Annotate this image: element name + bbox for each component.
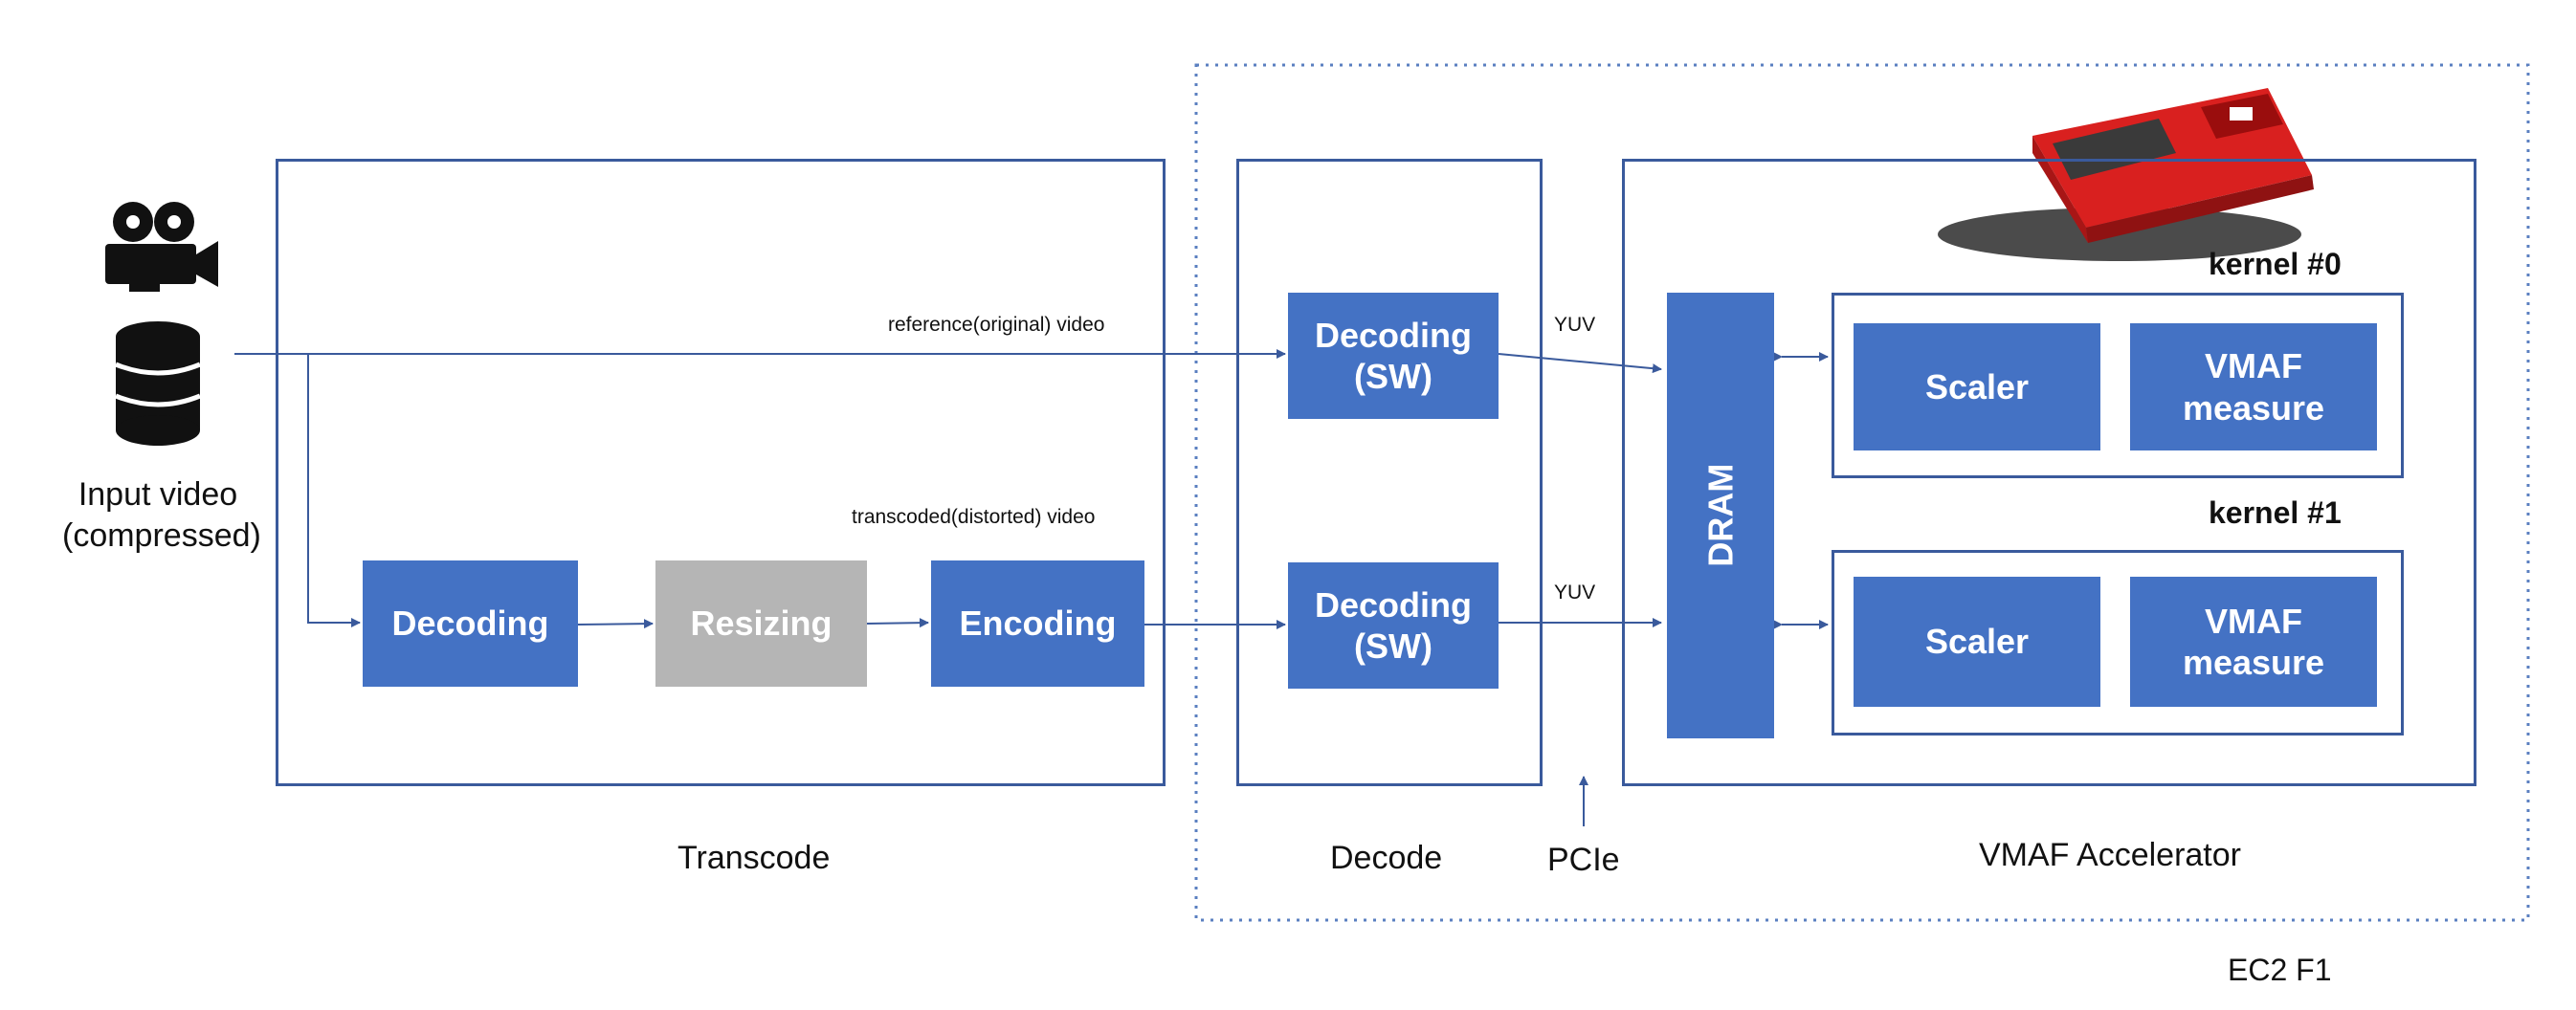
kernel-1-label: kernel #1: [2209, 495, 2342, 530]
kernel-0-vmaf-measure-block: VMAF measure: [2130, 323, 2377, 450]
ec2-f1-boundary: [1194, 63, 2530, 922]
kernel-1-vmaf-measure-block: VMAF measure: [2130, 577, 2377, 707]
yuv-top-line: [1498, 353, 1662, 374]
decoder-bottom-block: Decoding (SW): [1288, 562, 1499, 689]
yuv-label-bottom: YUV: [1554, 582, 1596, 604]
decode-title: Decode: [1330, 840, 1443, 876]
dram-block: DRAM: [1667, 293, 1774, 738]
dram-label: DRAM: [1700, 464, 1741, 567]
fpga-card-image: [1938, 88, 2314, 261]
kernel-1-scaler-block: Scaler: [1854, 577, 2100, 707]
yuv-label-top: YUV: [1554, 314, 1596, 336]
decoding-block: Decoding: [363, 560, 578, 687]
transcoded-video-label: transcoded(distorted) video: [852, 506, 1096, 528]
video-camera-icon: [105, 202, 218, 292]
decoding-to-resizing-line: [577, 619, 654, 629]
decoder-top-block: Decoding (SW): [1288, 293, 1499, 419]
kernel-0-scaler-block: Scaler: [1854, 323, 2100, 450]
resizing-to-encoding-line: [866, 618, 929, 628]
kernel-0-label: kernel #0: [2209, 247, 2342, 281]
database-icon: [115, 321, 201, 446]
encoding-block: Encoding: [931, 560, 1144, 687]
kernel-0-group: [1832, 293, 2404, 478]
reference-video-label: reference(original) video: [888, 314, 1105, 336]
transcode-group: [276, 159, 1166, 786]
decode-group: [1236, 159, 1543, 786]
kernel-1-group: [1832, 550, 2404, 736]
transcode-title: Transcode: [677, 840, 831, 876]
vmaf-accelerator-group: [1622, 159, 2476, 786]
transcode-branch-line: [307, 354, 361, 627]
resizing-block: Resizing: [655, 560, 867, 687]
input-video-label: Input video (compressed): [62, 476, 261, 554]
vmaf-accelerator-title: VMAF Accelerator: [1979, 837, 2241, 873]
pcie-label: PCIe: [1547, 842, 1620, 878]
ec2-f1-label: EC2 F1: [2228, 953, 2332, 987]
